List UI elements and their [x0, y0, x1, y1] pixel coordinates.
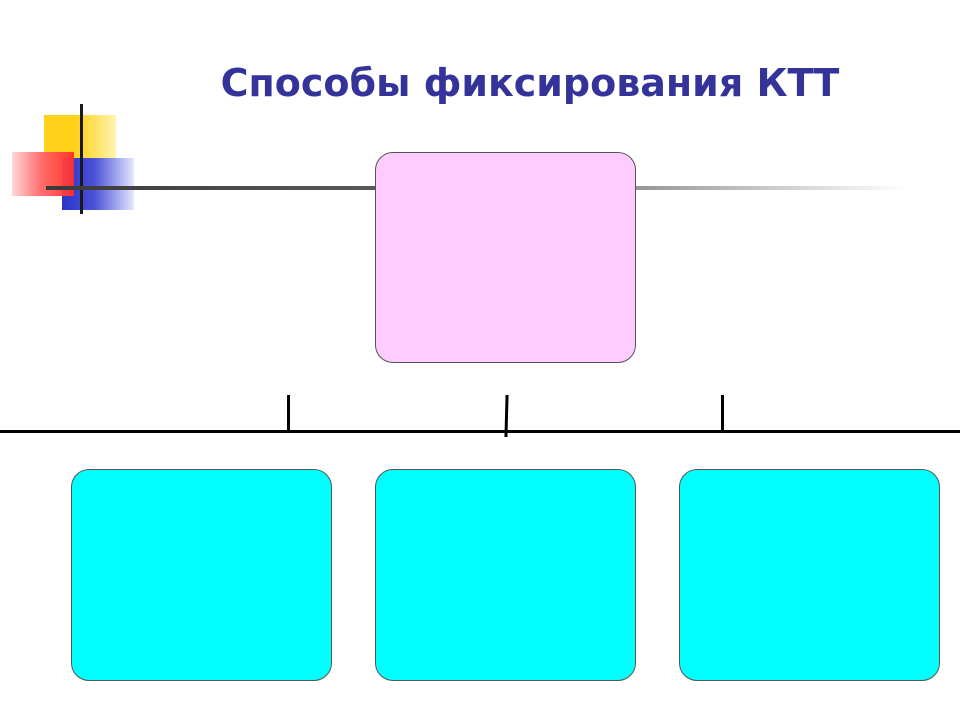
slide-title: Способы фиксирования КТТ: [220, 61, 840, 105]
connector-tick-3: [721, 395, 724, 433]
decor-blue-square: [62, 158, 134, 210]
diagram-child-box-1: [71, 469, 332, 681]
diagram-root-box: [375, 152, 636, 363]
connector-tick-1: [287, 395, 290, 433]
diagram-child-box-3: [679, 469, 940, 681]
diagram-child-box-2: [375, 469, 636, 681]
connector-horizontal-line: [0, 430, 960, 433]
decor-vertical-line: [80, 104, 83, 214]
